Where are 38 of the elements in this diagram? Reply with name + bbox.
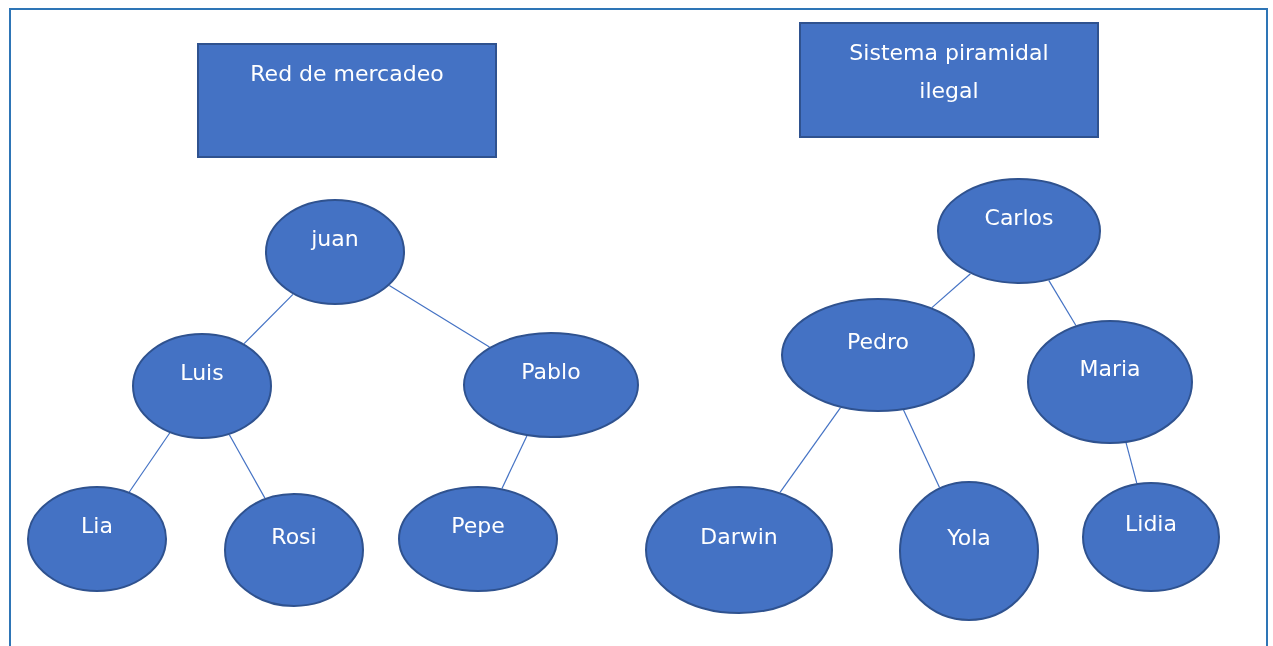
connector-line	[388, 284, 491, 348]
connector-line	[931, 273, 972, 309]
connector-line	[902, 409, 941, 489]
person-ellipse	[224, 493, 364, 607]
person-ellipse	[937, 178, 1101, 284]
person-ellipse	[899, 481, 1039, 621]
node-label: Pedro	[846, 328, 910, 356]
person-ellipse	[1082, 482, 1220, 592]
node-label: Luis	[179, 359, 225, 387]
connector-line	[243, 293, 294, 345]
person-ellipse	[398, 486, 558, 592]
node-label: Pablo	[520, 358, 582, 386]
connector-line	[1048, 279, 1077, 327]
connector-line	[779, 406, 842, 494]
node-label: Sistema piramidal ilegal	[848, 39, 1050, 105]
node-label: Pepe	[450, 512, 506, 540]
person-ellipse	[781, 298, 975, 412]
person-ellipse	[463, 332, 639, 438]
title-box	[197, 43, 497, 158]
connector-line	[128, 432, 171, 493]
node-label: Lidia	[1124, 510, 1178, 538]
person-ellipse	[645, 486, 833, 614]
node-label: Yola	[946, 524, 992, 552]
connector-line	[1125, 442, 1138, 484]
node-label: Carlos	[983, 204, 1055, 232]
node-label: Lia	[80, 512, 114, 540]
node-label: Maria	[1078, 355, 1142, 383]
person-ellipse	[1027, 320, 1193, 444]
title-box	[799, 22, 1099, 138]
connector-line	[501, 435, 528, 490]
node-label: Red de mercadeo	[249, 60, 445, 88]
person-ellipse	[132, 333, 272, 439]
node-label: Rosi	[270, 523, 318, 551]
person-ellipse	[265, 199, 405, 305]
node-label: juan	[310, 225, 360, 253]
connector-line	[228, 434, 266, 499]
person-ellipse	[27, 486, 167, 592]
node-label: Darwin	[699, 523, 779, 551]
